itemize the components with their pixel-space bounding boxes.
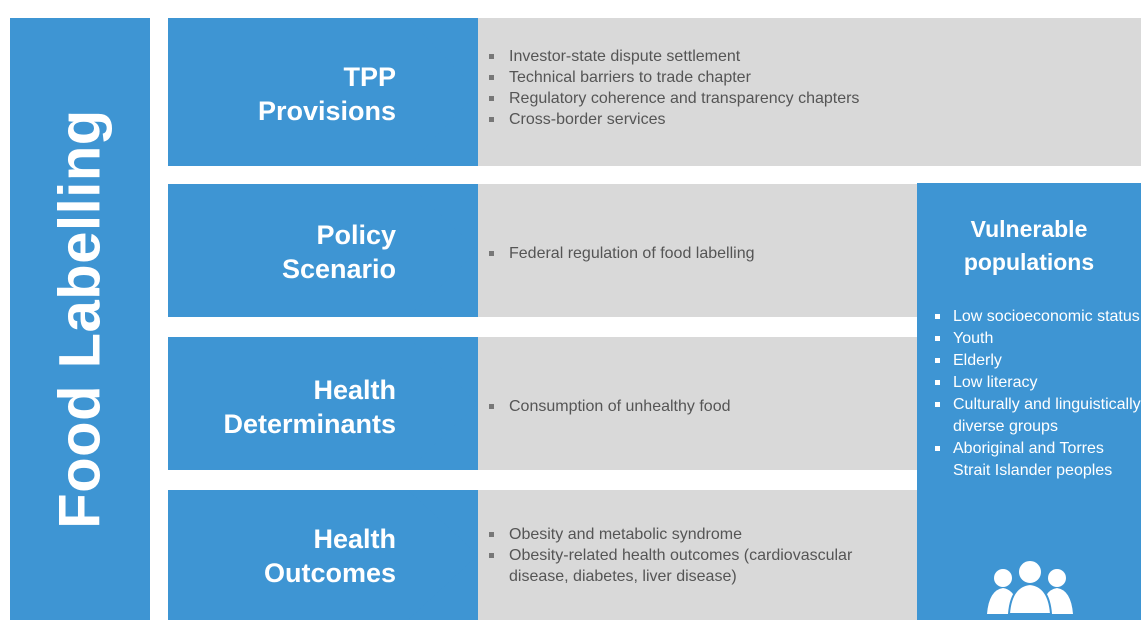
row-label-line-1: Health [313, 524, 396, 554]
food-labelling-bar: Food Labelling [10, 18, 150, 620]
chevron-shape [168, 337, 478, 470]
vulnerable-item: Low literacy [931, 372, 1141, 394]
vulnerable-list: Low socioeconomic status Youth Elderly L… [931, 306, 1141, 482]
row-health-outcomes: Health Outcomes Obesity and metabolic sy… [168, 490, 917, 620]
row-label: Health Outcomes [168, 522, 396, 590]
bullet-item: Obesity and metabolic syndrome [489, 524, 852, 545]
side-title: Food Labelling [47, 109, 113, 529]
bullet-item-continued: disease, diabetes, liver disease) [489, 566, 852, 587]
vulnerable-populations-box: Vulnerable populations Low socioeconomic… [917, 183, 1141, 620]
bullet-item: Consumption of unhealthy food [489, 396, 730, 417]
row-label-line-1: TPP [343, 62, 396, 92]
row-label: Health Determinants [168, 373, 396, 441]
vulnerable-item: Low socioeconomic status [931, 306, 1141, 328]
row-label: TPP Provisions [168, 60, 396, 128]
vulnerable-item: Youth [931, 328, 1141, 350]
bullet-item: Investor-state dispute settlement [489, 46, 859, 67]
row-tpp-provisions: TPP Provisions Investor-state dispute se… [168, 18, 1141, 166]
chevron-shape [168, 184, 478, 317]
vulnerable-title-line-1: Vulnerable [970, 216, 1088, 242]
vulnerable-item: Elderly [931, 350, 1141, 372]
row-label-line-2: Outcomes [263, 558, 396, 588]
row-policy-scenario: Policy Scenario Federal regulation of fo… [168, 184, 917, 317]
bullet-item: Obesity-related health outcomes (cardiov… [489, 545, 852, 566]
row-health-determinants: Health Determinants Consumption of unhea… [168, 337, 917, 470]
chevron-shape [168, 490, 478, 620]
row-bullets: Consumption of unhealthy food [489, 396, 730, 417]
vulnerable-title: Vulnerable populations [917, 213, 1141, 279]
row-label-line-1: Health [313, 375, 396, 405]
row-label-line-2: Provisions [257, 96, 396, 126]
row-bullets: Federal regulation of food labelling [489, 243, 755, 264]
row-bullets: Obesity and metabolic syndrome Obesity-r… [489, 524, 852, 587]
bullet-item: Cross-border services [489, 109, 859, 130]
bullet-item: Technical barriers to trade chapter [489, 67, 859, 88]
vulnerable-item: Aboriginal and Torres Strait Islander pe… [931, 438, 1141, 482]
bullet-continuation: disease, diabetes, liver disease) [509, 568, 737, 585]
people-icon [987, 559, 1073, 614]
row-label: Policy Scenario [168, 218, 396, 286]
row-label-line-2: Scenario [281, 254, 396, 284]
vulnerable-item: Culturally and linguistically diverse gr… [931, 394, 1141, 438]
bullet-item: Federal regulation of food labelling [489, 243, 755, 264]
bullet-item: Regulatory coherence and transparency ch… [489, 88, 859, 109]
row-label-line-2: Determinants [223, 409, 396, 439]
row-label-line-1: Policy [316, 220, 396, 250]
row-bullets: Investor-state dispute settlement Techni… [489, 46, 859, 130]
chevron-shape [168, 18, 478, 166]
vulnerable-title-line-2: populations [963, 249, 1095, 275]
